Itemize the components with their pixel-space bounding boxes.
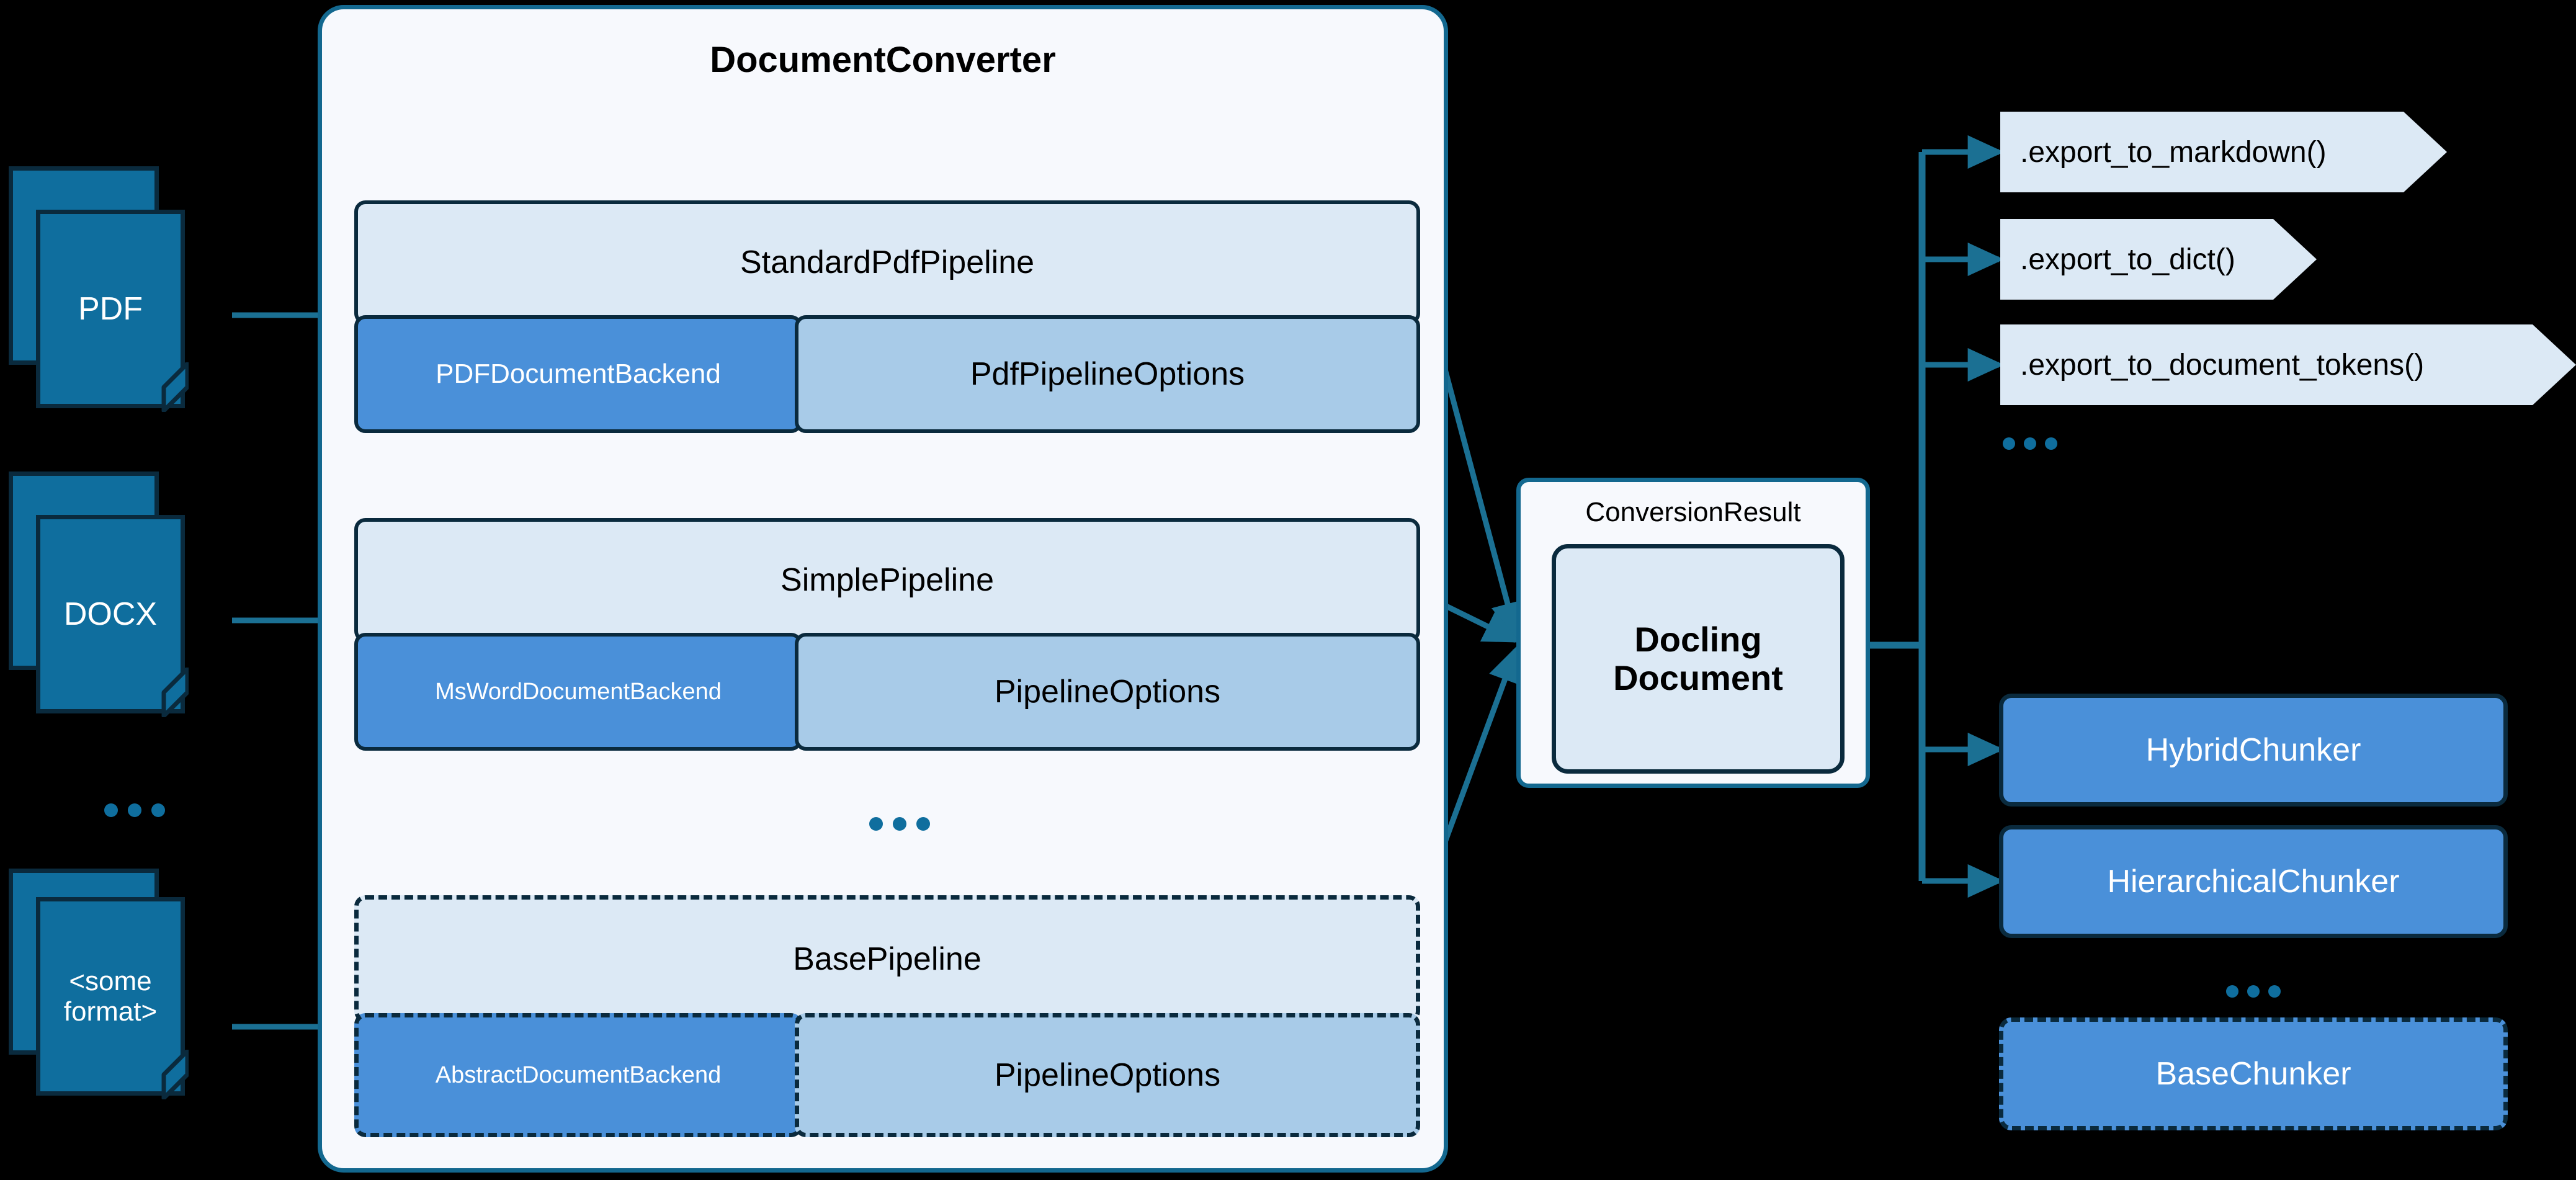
pdf-icon-fold bbox=[161, 362, 189, 412]
base-chunker-label: BaseChunker bbox=[2155, 1056, 2351, 1092]
pipeline-simple-head-label: SimplePipeline bbox=[780, 562, 994, 598]
chunkers-ellipsis bbox=[2226, 985, 2281, 998]
pipeline-base-head-label: BasePipeline bbox=[793, 941, 982, 977]
pipeline-standard-pdf-options[interactable]: PdfPipelineOptions bbox=[795, 315, 1420, 433]
hybrid-chunker-label: HybridChunker bbox=[2145, 732, 2361, 768]
pipeline-standard-pdf-head: StandardPdfPipeline bbox=[354, 200, 1420, 324]
docling-document-line2: Document bbox=[1613, 658, 1783, 697]
docx-icon-fold bbox=[161, 668, 189, 717]
export-to-markdown-label: .export_to_markdown() bbox=[2020, 135, 2327, 169]
pipeline-base[interactable]: BasePipeline AbstractDocumentBackend Pip… bbox=[354, 895, 1420, 1143]
exports-ellipsis bbox=[2003, 437, 2057, 450]
pipeline-simple-backend-label: MsWordDocumentBackend bbox=[435, 678, 722, 705]
hybrid-chunker-box[interactable]: HybridChunker bbox=[1999, 694, 2508, 807]
some-format-icon-front-sheet: <some format> bbox=[36, 897, 185, 1096]
conversion-result-label: ConversionResult bbox=[1585, 497, 1801, 527]
pipeline-base-options[interactable]: PipelineOptions bbox=[795, 1013, 1420, 1137]
document-converter-panel: DocumentConverter StandardPdfPipeline PD… bbox=[318, 5, 1448, 1173]
document-converter-title: DocumentConverter bbox=[710, 40, 1056, 80]
pipeline-standard-pdf-backend[interactable]: PDFDocumentBackend bbox=[354, 315, 802, 433]
pipeline-simple-options-label: PipelineOptions bbox=[994, 674, 1221, 710]
pipeline-standard-pdf[interactable]: StandardPdfPipeline PDFDocumentBackend P… bbox=[354, 200, 1420, 442]
docx-icon-front-sheet: DOCX bbox=[36, 515, 185, 713]
pipeline-base-head: BasePipeline bbox=[354, 895, 1420, 1022]
converter-ellipsis bbox=[869, 817, 930, 831]
pipeline-standard-pdf-options-label: PdfPipelineOptions bbox=[970, 356, 1245, 392]
pipeline-simple-head: SimplePipeline bbox=[354, 518, 1420, 642]
docx-document-icon[interactable]: DOCX bbox=[9, 472, 232, 717]
pipeline-base-options-label: PipelineOptions bbox=[994, 1057, 1221, 1093]
some-format-icon-fold bbox=[161, 1050, 189, 1099]
export-to-document-tokens-label: .export_to_document_tokens() bbox=[2020, 348, 2425, 382]
result-output-trunk bbox=[1866, 152, 1926, 881]
docx-icon-label: DOCX bbox=[63, 596, 158, 632]
hierarchical-chunker-label: HierarchicalChunker bbox=[2107, 864, 2400, 900]
docling-document-box[interactable]: Docling Document bbox=[1552, 544, 1845, 774]
export-to-dict-chevron[interactable]: .export_to_dict() bbox=[2000, 219, 2317, 300]
pdf-icon-front-sheet: PDF bbox=[36, 210, 185, 408]
output-branch-arrows bbox=[1922, 135, 2005, 898]
pipeline-standard-pdf-head-label: StandardPdfPipeline bbox=[740, 244, 1035, 280]
pdf-document-icon[interactable]: PDF bbox=[9, 166, 232, 412]
some-format-icon-label: <some format> bbox=[63, 965, 158, 1027]
pipeline-base-backend-label: AbstractDocumentBackend bbox=[435, 1062, 722, 1088]
pdf-icon-label: PDF bbox=[78, 290, 143, 327]
export-to-dict-label: .export_to_dict() bbox=[2020, 243, 2235, 276]
inputs-ellipsis bbox=[104, 803, 165, 817]
pipeline-base-backend[interactable]: AbstractDocumentBackend bbox=[354, 1013, 802, 1137]
pipeline-standard-pdf-backend-label: PDFDocumentBackend bbox=[436, 359, 721, 389]
some-format-document-icon[interactable]: <some format> bbox=[9, 869, 232, 1111]
conversion-result-panel: ConversionResult Docling Document bbox=[1516, 478, 1870, 788]
export-to-document-tokens-chevron[interactable]: .export_to_document_tokens() bbox=[2000, 324, 2576, 405]
pipeline-simple-backend[interactable]: MsWordDocumentBackend bbox=[354, 633, 802, 751]
pipeline-simple-options[interactable]: PipelineOptions bbox=[795, 633, 1420, 751]
export-to-markdown-chevron[interactable]: .export_to_markdown() bbox=[2000, 112, 2447, 192]
pipeline-simple[interactable]: SimplePipeline MsWordDocumentBackend Pip… bbox=[354, 518, 1420, 760]
hierarchical-chunker-box[interactable]: HierarchicalChunker bbox=[1999, 825, 2508, 938]
base-chunker-box[interactable]: BaseChunker bbox=[1999, 1017, 2508, 1130]
docling-document-line1: Docling bbox=[1634, 620, 1762, 659]
